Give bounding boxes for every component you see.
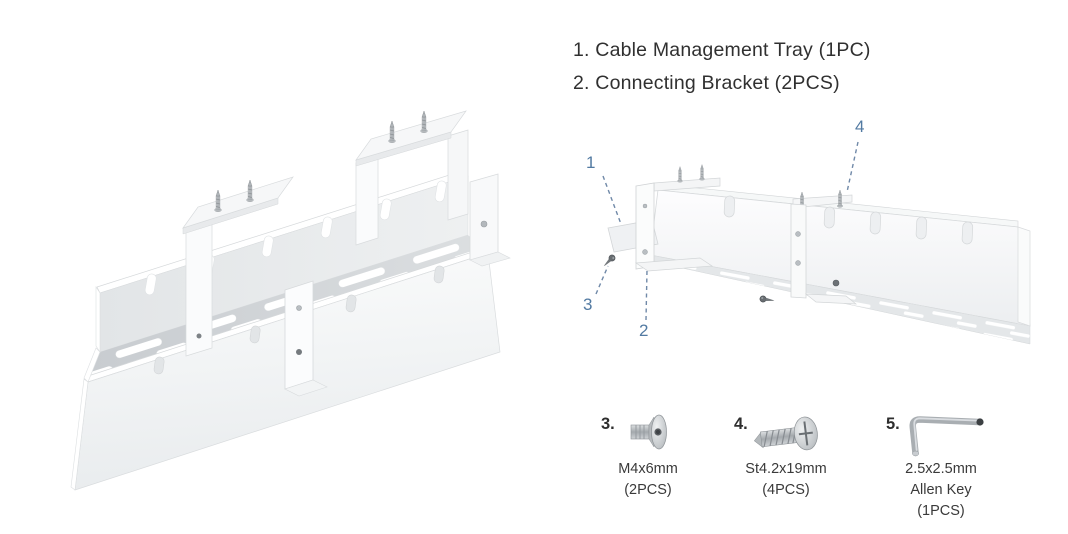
- leader-line-1: [602, 175, 622, 225]
- mounting-bracket-right: [355, 110, 469, 246]
- hardware-spec-2: Allen Key: [910, 482, 972, 498]
- tray-top-notches: [723, 195, 974, 245]
- bracket-foot: [634, 257, 714, 272]
- hardware-spec: St4.2x19mm: [745, 461, 827, 477]
- hardware-number-3: 3.: [601, 415, 615, 433]
- callout-leader-lines: [595, 141, 859, 321]
- loose-screw-icon: [758, 294, 776, 305]
- bracket-front-plate: [790, 203, 807, 299]
- bracket-hole: [642, 249, 648, 255]
- callout-4: 4: [855, 117, 865, 136]
- connecting-bracket-exploded: [634, 164, 721, 272]
- bracket-hole: [795, 260, 801, 266]
- tray-front-face: [649, 189, 1031, 327]
- hardware-label-5: 2.5x2.5mm Allen Key (1PCS): [893, 459, 989, 522]
- bracket-screw-dot: [296, 349, 302, 355]
- hardware-icons: [630, 414, 984, 457]
- bracket-screw-icon: [699, 164, 705, 181]
- countersunk-screw-icon: [630, 414, 667, 450]
- callout-1: 1: [586, 153, 596, 172]
- fastened-screw-dot: [832, 279, 840, 287]
- allen-key-icon: [909, 416, 984, 457]
- hardware-number-4: 4.: [734, 415, 748, 433]
- hardware-label-3: M4x6mm (2PCS): [600, 459, 696, 501]
- loose-screw-icon: [601, 253, 617, 269]
- tray-isometric-view: [70, 110, 511, 491]
- hardware-spec: M4x6mm: [618, 461, 678, 477]
- junction-connecting-bracket: [284, 280, 328, 397]
- bracket-hole: [296, 305, 302, 311]
- hardware-qty: (4PCS): [762, 482, 810, 498]
- mounting-screw-icon: [420, 110, 428, 134]
- connecting-bracket-installed: [790, 189, 858, 305]
- hardware-qty: (1PCS): [917, 503, 965, 519]
- bracket-hole: [642, 203, 648, 209]
- tray-right-end: [1017, 226, 1031, 327]
- leader-line-3: [595, 265, 609, 295]
- parts-list-line-2: 2. Connecting Bracket (2PCS): [573, 72, 840, 94]
- hardware-spec: 2.5x2.5mm: [905, 461, 977, 477]
- end-bracket-piece: [469, 173, 511, 267]
- bracket-hole: [480, 220, 488, 228]
- bracket-front-plate: [635, 182, 655, 270]
- bracket-screw-dot: [196, 333, 202, 339]
- mounting-bracket-middle: [182, 176, 294, 357]
- bracket-screw-icon: [677, 166, 683, 183]
- parts-list-line-1: 1. Cable Management Tray (1PC): [573, 39, 871, 61]
- parts-list: 1. Cable Management Tray (1PC) 2. Connec…: [573, 34, 871, 100]
- leader-line-2: [645, 269, 648, 321]
- hardware-label-4: St4.2x19mm (4PCS): [738, 459, 834, 501]
- bracket-hole: [795, 231, 801, 237]
- front-rim-notches: [153, 265, 445, 375]
- hardware-qty: (2PCS): [624, 482, 672, 498]
- pan-head-screw-icon: [754, 416, 818, 451]
- bracket-foot: [804, 293, 858, 305]
- callout-2: 2: [639, 321, 649, 340]
- back-rim-notches: [144, 180, 447, 296]
- callout-3: 3: [583, 295, 593, 314]
- assembly-diagram: [595, 141, 1031, 345]
- tray-left-end-edges: [70, 286, 101, 491]
- leader-line-4: [846, 141, 859, 193]
- hardware-number-5: 5.: [886, 415, 900, 433]
